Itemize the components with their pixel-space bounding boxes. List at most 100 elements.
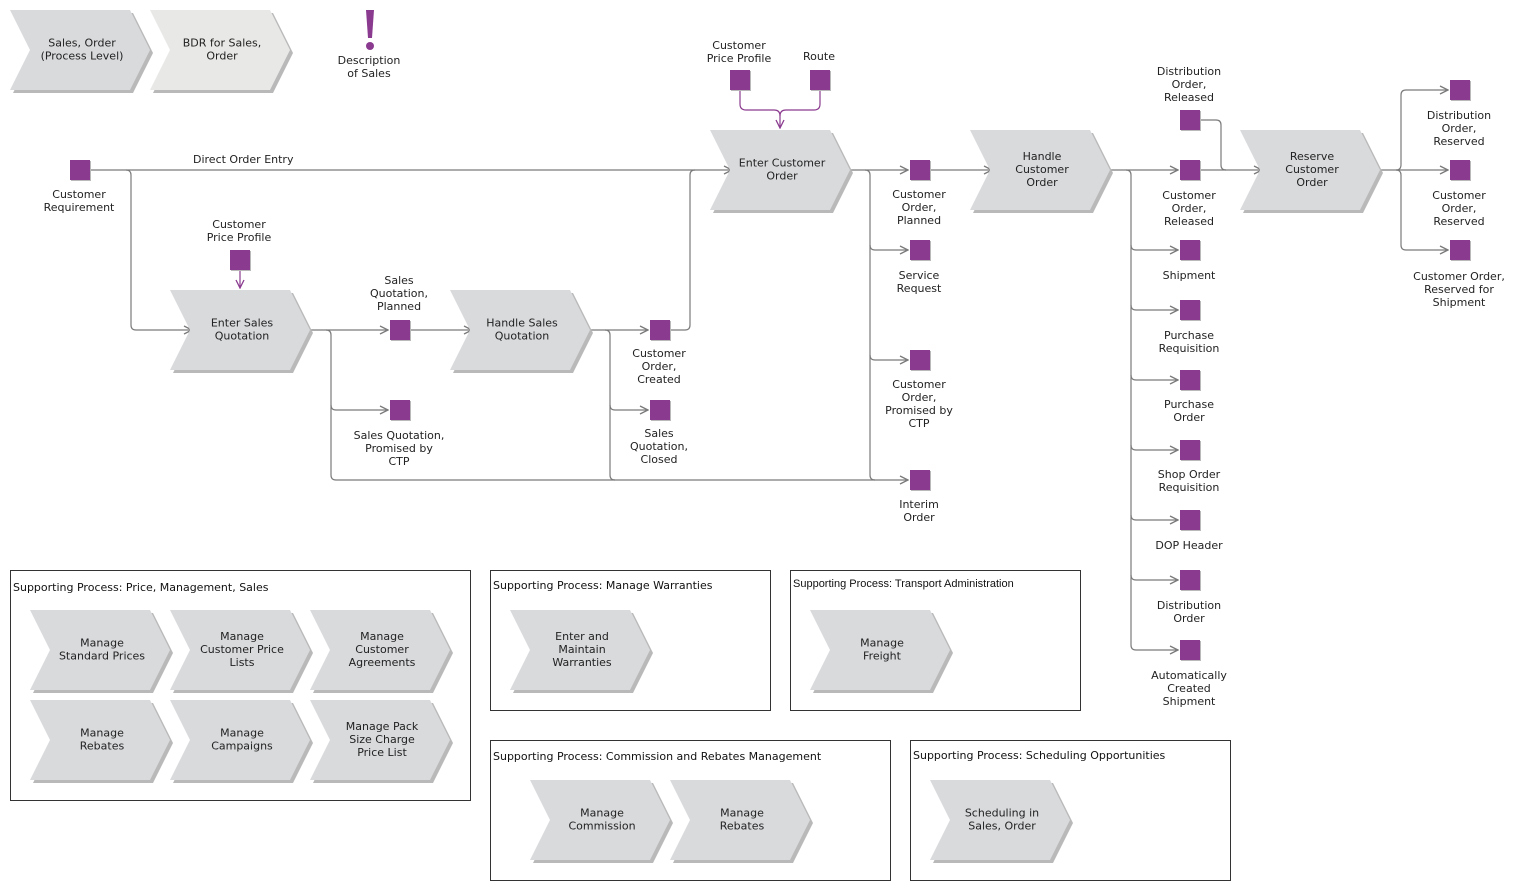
connector-eco-trunk [864,169,876,481]
event-customer-requirement-label-line: Requirement [44,201,115,214]
supporting-price-item-4-label-line: Manage [80,727,124,740]
label-direct-order-entry: Direct Order Entry [193,153,294,166]
legend-description-line: of Sales [347,67,391,80]
event-service-request-marker [910,240,930,260]
event-route[interactable]: Route [803,50,835,91]
event-distribution-order-reserved-label-line: Distribution [1427,109,1491,122]
event-purchase-requisition-label-line: Purchase [1164,329,1214,342]
legend-bdr[interactable]: BDR for Sales,Order [150,10,293,93]
supporting-box-price [10,570,471,801]
event-customer-order-promised-label-line: Order, [902,391,937,404]
function-enter-customer-order-label-line: Order [766,170,798,183]
event-customer-order-promised-label-line: Promised by [885,404,953,417]
event-customer-order-reserved-shipment-label-line: Customer Order, [1413,270,1505,283]
event-dop-header[interactable]: DOP Header [1155,510,1223,552]
event-shipment[interactable]: Shipment [1163,240,1216,282]
supporting-price-item-6-label-line: Size Charge [349,733,415,746]
event-distribution-order-label-line: Order [1173,612,1205,625]
supporting-price-item-3-label-line: Customer [355,643,409,656]
function-reserve-customer-order-shape [1240,130,1380,210]
event-sales-quotation-closed-label-line: Sales [644,427,674,440]
event-distribution-order-reserved-label-line: Reserved [1433,135,1484,148]
connector-hco-trunk [1125,169,1178,650]
event-customer-order-promised-marker [910,350,930,370]
connector-esq-promised [325,329,388,410]
event-customer-order-planned-label-line: Planned [897,214,941,227]
event-customer-order-reserved-shipment-label-line: Reserved for [1424,283,1494,296]
legend-bdr-label-line: BDR for Sales, [183,37,262,50]
supporting-title-warranties: Supporting Process: Manage Warranties [493,579,713,592]
legend-process-level[interactable]: Sales, Order(Process Level) [10,10,153,93]
event-customer-order-released-marker [1180,160,1200,180]
event-interim-order-marker [910,470,930,490]
event-customer-requirement-label-line: Customer [52,188,106,201]
event-customer-order-reserved-label-line: Reserved [1433,215,1484,228]
connector-created-eco [670,169,696,331]
event-sales-quotation-planned-label-line: Quotation, [370,287,428,300]
event-automatically-created-shipment-label-line: Shipment [1163,695,1216,708]
supporting-commission-item-1-label-line: Commission [568,820,635,833]
connector-hco-shop-order [1130,444,1178,450]
event-service-request-label-line: Request [897,282,942,295]
function-enter-sales-quotation-shape [170,290,310,370]
event-automatically-created-shipment-label-line: Created [1167,682,1211,695]
connector-route-eco [779,90,821,117]
event-distribution-order-released-label-line: Released [1164,91,1214,104]
event-sales-quotation-promised-label-line: Sales Quotation, [354,429,445,442]
legend-bdr-shape [150,10,290,90]
event-customer-order-reserved-shipment-marker [1450,240,1470,260]
function-handle-customer-order-label-line: Order [1026,176,1058,189]
event-customer-order-created-marker [650,320,670,340]
supporting-title-scheduling: Supporting Process: Scheduling Opportuni… [913,749,1166,762]
event-distribution-order-label-line: Distribution [1157,599,1221,612]
supporting-price-item-2-label-line: Manage [220,630,264,643]
